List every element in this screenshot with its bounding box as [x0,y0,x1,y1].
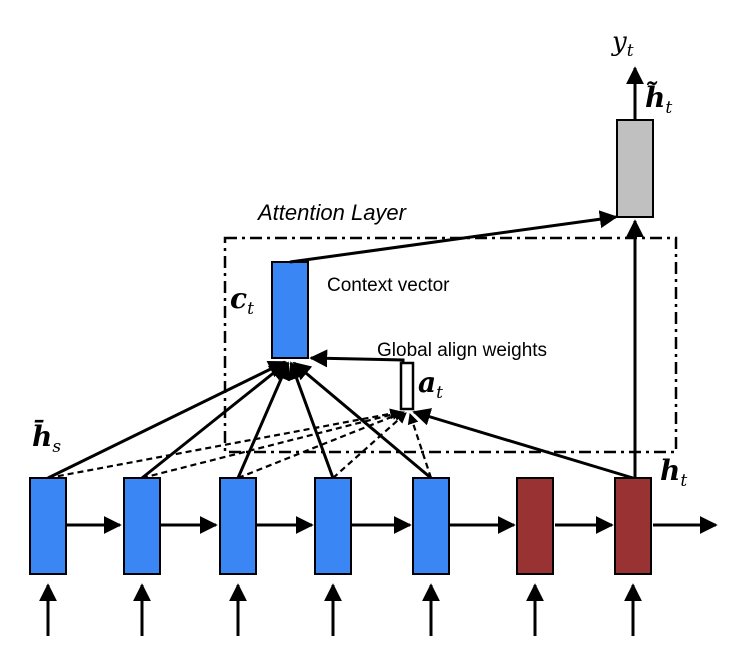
input-arrows [39,583,642,636]
attention-layer-title: Attention Layer [256,200,408,225]
decoder-states [516,477,652,575]
encoder-states [29,477,450,575]
ht-to-align-line [412,408,634,480]
decoder-state-2 [614,477,652,575]
encoder-state-4 [314,477,352,575]
y-t-label: yt [611,27,634,61]
attention-layer-box [223,236,678,454]
a-t-label: at [418,366,443,403]
align-weights-bar [399,361,415,411]
h-tilde-t-label: h̃t [645,81,672,118]
encoder-state-1 [29,477,67,575]
c-t-label: ct [230,282,254,319]
encoder-state-5 [412,477,450,575]
alignment-dashed-lines [47,408,433,480]
h-bar-s-label: h̄s [32,419,61,457]
decoder-state-1 [516,477,554,575]
context-solid-lines [47,360,432,480]
htilde-box [616,119,654,218]
global-align-weights-label: Global align weights [377,340,547,361]
align-to-context-line [309,349,405,368]
context-vector-label: Context vector [327,275,450,296]
context-vector-box [271,261,309,359]
context-to-htilde-line [289,210,618,264]
encoder-state-3 [219,477,257,575]
h-t-label: ht [660,454,687,491]
encoder-state-2 [123,477,161,575]
